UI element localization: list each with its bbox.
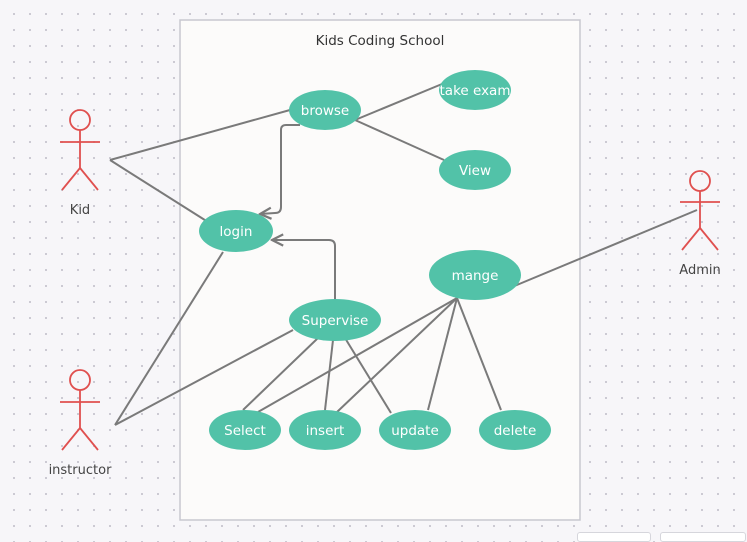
use-case-take-exam[interactable]: take exam <box>439 70 511 110</box>
actor-admin-label: Admin <box>679 263 720 278</box>
assoc-mange-delete[interactable] <box>456 297 502 411</box>
use-case-mange-label: mange <box>452 268 499 284</box>
use-case-insert-label: insert <box>306 423 345 439</box>
assoc-instructor-login[interactable] <box>114 251 224 426</box>
assoc-supervise-update[interactable] <box>344 337 392 414</box>
actor-admin[interactable]: Admin <box>679 170 721 278</box>
assoc-kid-browse[interactable] <box>109 109 291 161</box>
assoc-kid-login[interactable] <box>109 159 209 223</box>
stick-figure-icon <box>60 369 100 451</box>
assoc-supervise-insert[interactable] <box>324 339 334 411</box>
use-case-select-label: Select <box>224 423 266 439</box>
assoc-browse-view[interactable] <box>354 119 445 161</box>
use-case-supervise[interactable]: Supervise <box>289 299 381 341</box>
use-case-view[interactable]: View <box>439 150 511 190</box>
stick-figure-icon <box>680 170 720 251</box>
use-case-take-exam-label: take exam <box>440 83 511 99</box>
assoc-mange-insert[interactable] <box>336 297 458 413</box>
use-case-mange[interactable]: mange <box>429 250 521 300</box>
actor-instructor[interactable]: instructor <box>49 369 113 478</box>
use-case-browse[interactable]: browse <box>289 90 361 130</box>
use-case-browse-label: browse <box>301 103 349 119</box>
assoc-mange-update[interactable] <box>427 297 458 411</box>
associations <box>109 83 698 426</box>
use-case-delete[interactable]: delete <box>479 410 551 450</box>
actor-instructor-label: instructor <box>49 463 113 478</box>
use-case-login-label: login <box>220 224 253 240</box>
use-case-delete-label: delete <box>494 423 537 439</box>
assoc-browse-login[interactable] <box>260 124 300 214</box>
assoc-admin-mange[interactable] <box>511 209 698 288</box>
use-case-supervise-label: Supervise <box>302 313 369 329</box>
use-case-view-label: View <box>459 163 491 179</box>
use-case-insert[interactable]: insert <box>289 410 361 450</box>
use-case-update[interactable]: update <box>379 410 451 450</box>
assoc-instructor-supervise[interactable] <box>114 329 294 426</box>
stick-figure-icon <box>60 109 100 191</box>
system-title: Kids Coding School <box>316 33 445 49</box>
assoc-mange-select[interactable] <box>257 297 458 413</box>
bottom-panel-tab[interactable] <box>660 532 746 542</box>
actor-kid-label: Kid <box>70 203 90 218</box>
assoc-supervise-login[interactable] <box>272 240 336 300</box>
use-case-update-label: update <box>391 423 439 439</box>
assoc-supervise-select[interactable] <box>242 337 319 411</box>
assoc-browse-take-exam[interactable] <box>354 83 443 121</box>
actor-kid[interactable]: Kid <box>60 109 100 218</box>
bottom-panel-tab[interactable] <box>577 532 651 542</box>
use-case-select[interactable]: Select <box>209 410 281 450</box>
use-case-login[interactable]: login <box>199 210 273 252</box>
